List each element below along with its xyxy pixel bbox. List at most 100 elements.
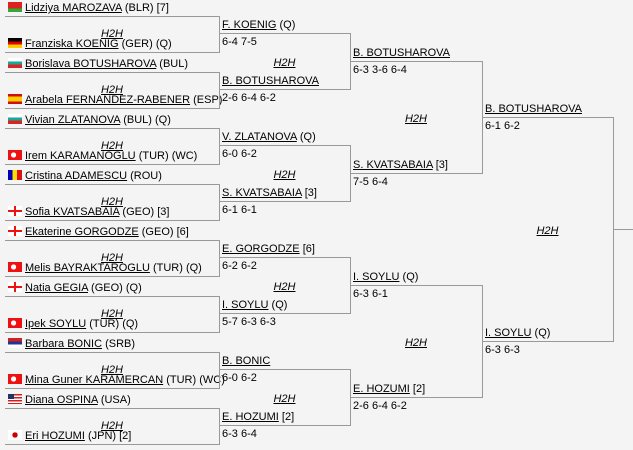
h2h-link[interactable]: H2H	[100, 196, 123, 208]
player-info: (ROU)	[130, 170, 162, 182]
match-score: 6-0 6-2	[222, 372, 257, 384]
player-link[interactable]: Borislava BOTUSHAROVA	[25, 58, 157, 70]
player-link[interactable]: F. KOENIG	[222, 19, 277, 31]
h2h-link[interactable]: H2H	[100, 364, 123, 376]
flag-icon	[8, 2, 22, 12]
flag-icon	[8, 206, 22, 216]
winner-entry: E. HOZUMI [2]	[222, 411, 294, 424]
winner-entry: E. HOZUMI [2]	[353, 383, 425, 396]
h2h-link[interactable]: H2H	[100, 140, 123, 152]
bracket-line	[219, 408, 220, 445]
player-link[interactable]: E. HOZUMI	[222, 411, 279, 423]
bracket-line	[482, 117, 613, 118]
h2h-link[interactable]: H2H	[100, 420, 123, 432]
h2h-link[interactable]: H2H	[536, 225, 559, 237]
player-link[interactable]: E. HOZUMI	[353, 383, 410, 395]
winner-entry: B. BOTUSHAROVA	[222, 75, 319, 88]
player-link[interactable]: Ekaterine GORGODZE	[25, 226, 139, 238]
bracket-line	[5, 220, 219, 221]
player-link[interactable]: Sofia KVATSABAIA	[25, 206, 120, 218]
bracket-line	[219, 16, 220, 53]
player-link[interactable]: Melis BAYRAKTAROGLU	[25, 262, 150, 274]
match-score: 6-0 6-2	[222, 148, 257, 160]
player-info: [2]	[281, 411, 295, 423]
h2h-link[interactable]: H2H	[100, 252, 123, 264]
player-info: (GER) (Q)	[121, 38, 172, 50]
player-link[interactable]: S. KVATSABAIA	[222, 187, 302, 199]
player-info: (Q)	[534, 327, 551, 339]
player-link[interactable]: I. SOYLU	[222, 299, 269, 311]
h2h-link[interactable]: H2H	[273, 281, 296, 293]
h2h-link[interactable]: H2H	[273, 169, 296, 181]
h2h-link[interactable]: H2H	[273, 57, 296, 69]
player-info: [2]	[412, 383, 426, 395]
winner-entry: S. KVATSABAIA [3]	[222, 187, 317, 200]
bracket-line	[219, 72, 220, 109]
player-link[interactable]: Lidziya MAROZAVA	[25, 2, 122, 14]
player-link[interactable]: Franziska KOENIG	[25, 38, 119, 50]
player-info: (SRB)	[105, 338, 136, 350]
flag-icon	[8, 262, 22, 272]
player-link[interactable]: Eri HOZUMI	[25, 430, 85, 442]
winner-entry: B. BOTUSHAROVA	[353, 47, 450, 60]
winner-entry: B. BONIC	[222, 355, 270, 368]
player-link[interactable]: V. ZLATANOVA	[222, 131, 297, 143]
player-link[interactable]: Diana OSPINA	[25, 394, 98, 406]
player-link[interactable]: Ipek SOYLU	[25, 318, 87, 330]
flag-icon	[8, 150, 22, 160]
player-entry: Sofia KVATSABAIA (GEO) [3]	[8, 206, 169, 219]
player-info: (Q)	[402, 271, 419, 283]
player-info: (ESP)	[193, 94, 223, 106]
bracket-line	[219, 296, 220, 333]
player-link[interactable]: Natia GEGIA	[25, 282, 88, 294]
player-link[interactable]: B. BOTUSHAROVA	[353, 47, 450, 59]
bracket-line	[5, 408, 219, 409]
bracket-line	[350, 285, 482, 286]
bracket-line	[5, 164, 219, 165]
bracket-line	[219, 369, 350, 370]
h2h-link[interactable]: H2H	[404, 337, 427, 349]
bracket-line	[5, 388, 219, 389]
player-link[interactable]: Arabela FERNANDEZ-RABENER	[25, 94, 191, 106]
bracket-line	[219, 352, 220, 389]
match-score: 6-3 3-6 6-4	[353, 64, 407, 76]
h2h-link[interactable]: H2H	[100, 84, 123, 96]
player-link[interactable]: B. BOTUSHAROVA	[485, 103, 582, 115]
h2h-link[interactable]: H2H	[100, 308, 123, 320]
h2h-link[interactable]: H2H	[100, 28, 123, 40]
player-link[interactable]: Cristina ADAMESCU	[25, 170, 128, 182]
bracket-line	[5, 16, 219, 17]
bracket-line	[219, 425, 350, 426]
h2h-link[interactable]: H2H	[273, 393, 296, 405]
flag-icon	[8, 38, 22, 48]
player-link[interactable]: I. SOYLU	[485, 327, 532, 339]
bracket-line	[219, 257, 350, 258]
h2h-link[interactable]: H2H	[404, 113, 427, 125]
match-score: 5-7 6-3 6-3	[222, 316, 276, 328]
player-link[interactable]: I. SOYLU	[353, 271, 400, 283]
player-link[interactable]: B. BOTUSHAROVA	[222, 75, 319, 87]
bracket-line	[5, 184, 219, 185]
player-link[interactable]: Barbara BONIC	[25, 338, 103, 350]
winner-entry: I. SOYLU (Q)	[222, 299, 287, 312]
player-link[interactable]: Mina Guner KARAMERCAN	[25, 374, 164, 386]
player-entry: Arabela FERNANDEZ-RABENER (ESP)	[8, 94, 222, 107]
flag-icon	[8, 430, 22, 440]
bracket-line	[5, 332, 219, 333]
player-link[interactable]: S. KVATSABAIA	[353, 159, 433, 171]
player-link[interactable]: B. BONIC	[222, 355, 271, 367]
winner-entry: V. ZLATANOVA (Q)	[222, 131, 316, 144]
bracket-line	[219, 313, 350, 314]
winner-entry: I. SOYLU (Q)	[353, 271, 418, 284]
player-link[interactable]: Vivian ZLATANOVA	[25, 114, 121, 126]
player-info: (JPN) [2]	[87, 430, 132, 442]
player-link[interactable]: Irem KARAMANOGLU	[25, 150, 136, 162]
player-info: (BUL) (Q)	[123, 114, 171, 126]
bracket-line	[5, 276, 219, 277]
bracket-line	[219, 89, 350, 90]
flag-icon	[8, 318, 22, 328]
player-link[interactable]: E. GORGODZE	[222, 243, 300, 255]
bracket-line	[5, 128, 219, 129]
match-score: 6-3 6-4	[222, 428, 257, 440]
winner-entry: E. GORGODZE [6]	[222, 243, 315, 256]
